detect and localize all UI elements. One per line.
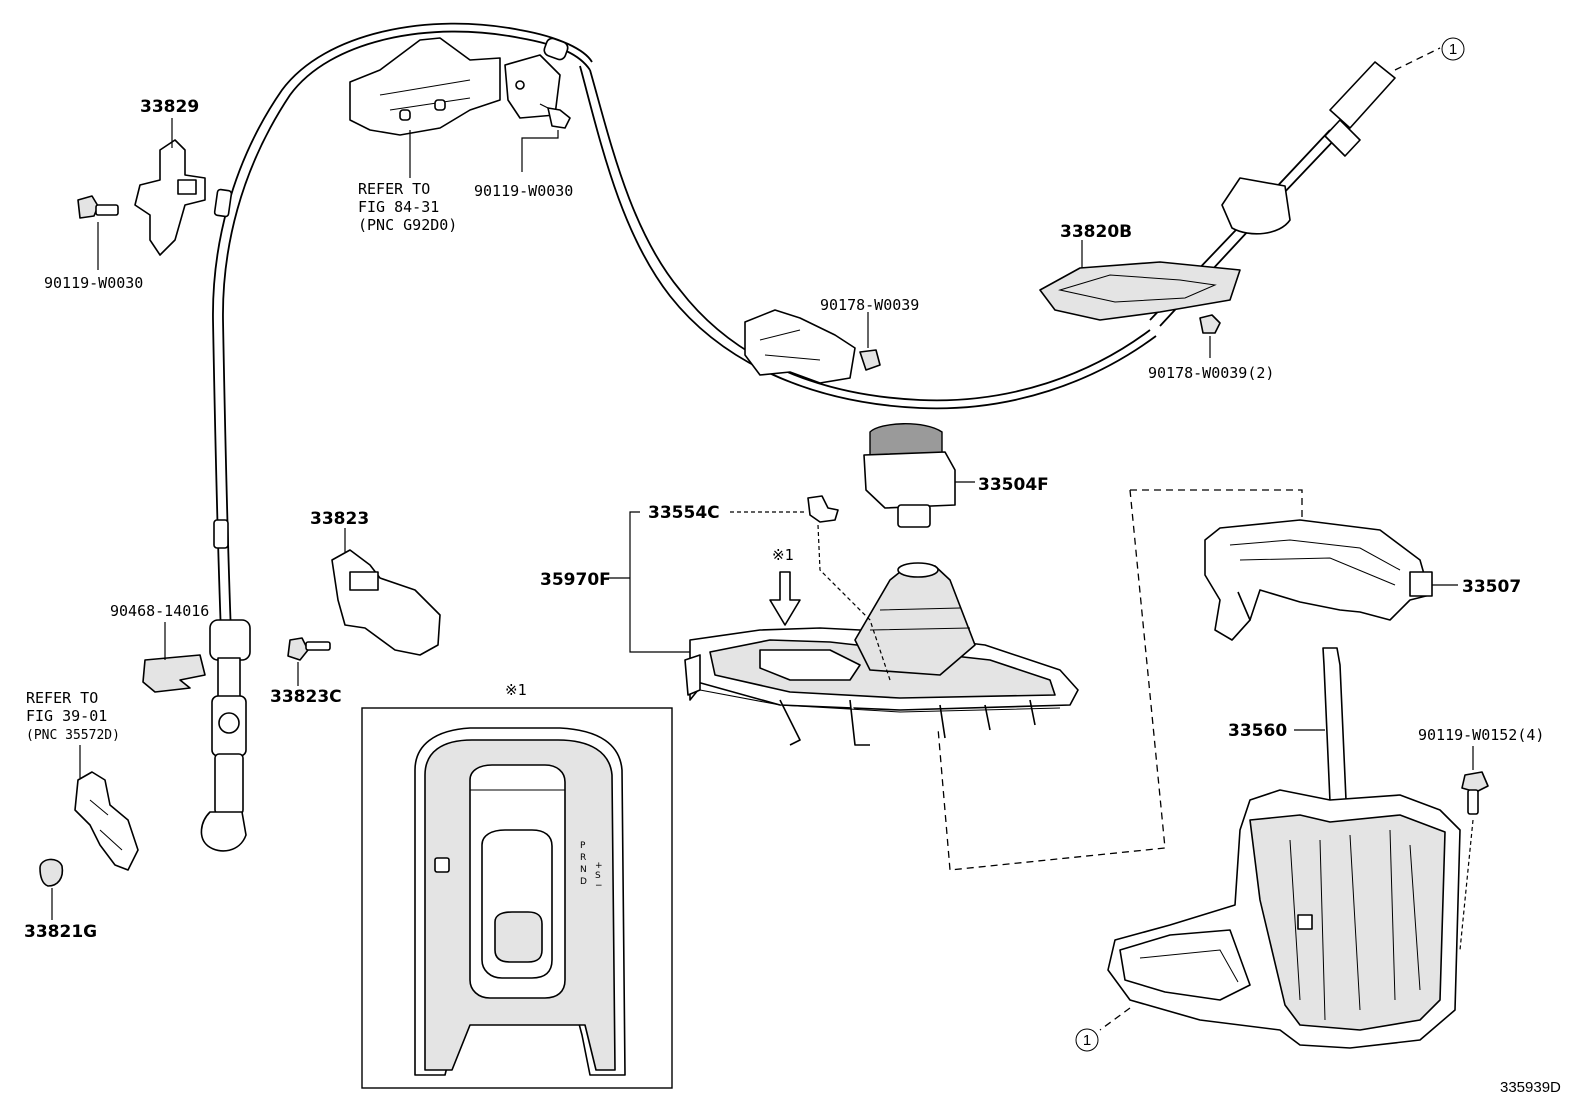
- inset-view-box: [361, 707, 673, 1089]
- leader-35970f: [629, 511, 690, 653]
- shift-sign-minus: −: [595, 881, 603, 891]
- label-33560: 33560: [1228, 721, 1287, 741]
- label-inset-mark: ※1: [505, 681, 527, 699]
- shift-assembly-33560: [1099, 647, 1489, 1049]
- label-90119-w0152-4: 90119-W0152(4): [1418, 726, 1544, 744]
- label-note-mark: ※1: [772, 546, 794, 564]
- label-90178-w0039: 90178-W0039: [820, 296, 919, 314]
- nut-33821g: [39, 858, 64, 920]
- label-90468-14016: 90468-14016: [110, 602, 209, 620]
- label-33820b: 33820B: [1060, 222, 1132, 242]
- bracket-35572d: [74, 771, 139, 871]
- label-refer-39-line2: FIG 39-01: [26, 707, 107, 725]
- label-90178-w0039-2: 90178-W0039(2): [1148, 364, 1274, 382]
- screw-33823c: [287, 637, 331, 686]
- label-33823: 33823: [310, 509, 369, 529]
- shift-sign-plus: +: [595, 861, 603, 871]
- diagram-id: 335939D: [1500, 1079, 1561, 1096]
- ref-circle-top-label: 1: [1449, 41, 1457, 58]
- ref-circle-top: 1: [1441, 37, 1465, 61]
- shift-knob-33504f: [863, 423, 975, 528]
- shift-letter-d: D: [580, 877, 587, 887]
- label-refer-39-line3: (PNC 35572D): [26, 728, 120, 743]
- shift-letter-n: N: [580, 865, 587, 875]
- bolt-90119-left: [77, 195, 119, 270]
- label-90119-w0030-left: 90119-W0030: [44, 274, 143, 292]
- clip-33554c: [730, 495, 891, 681]
- label-refer-84-line2: FIG 84-31: [358, 198, 439, 216]
- bracket-33829: [134, 118, 206, 256]
- shift-sign-s: S: [595, 871, 601, 881]
- shift-letter-r: R: [580, 853, 586, 863]
- label-33829: 33829: [140, 97, 199, 117]
- label-35970f: 35970F: [540, 570, 611, 590]
- bracket-lower-mid: [744, 309, 881, 384]
- housing-33507: [1204, 519, 1458, 641]
- view-arrow: [769, 571, 801, 626]
- label-33507: 33507: [1462, 577, 1521, 597]
- label-refer-39-line1: REFER TO: [26, 689, 98, 707]
- cable-end-lower: [200, 619, 251, 852]
- ref-circle-bottom: 1: [1075, 1028, 1099, 1052]
- label-33821g: 33821G: [24, 922, 97, 942]
- label-33823c: 33823C: [270, 687, 342, 707]
- console-panel-35970f: [684, 562, 1079, 746]
- cable-bracket-top: [349, 37, 561, 136]
- label-90119-w0030-top: 90119-W0030: [474, 182, 573, 200]
- part-33823: [331, 528, 441, 656]
- label-refer-84-line1: REFER TO: [358, 180, 430, 198]
- label-33504f: 33504F: [978, 475, 1049, 495]
- clip-90468: [142, 622, 206, 693]
- assembly-dashed-link: [937, 489, 1303, 871]
- shift-letter-p: P: [580, 841, 586, 851]
- bolt-90119-top: [521, 103, 571, 172]
- cable-end-upper: [1221, 47, 1441, 235]
- label-33554c: 33554C: [648, 503, 720, 523]
- label-refer-84-line3: (PNC G92D0): [358, 216, 457, 234]
- ref-circle-bottom-label: 1: [1083, 1032, 1091, 1049]
- plate-33820b: [1039, 240, 1241, 358]
